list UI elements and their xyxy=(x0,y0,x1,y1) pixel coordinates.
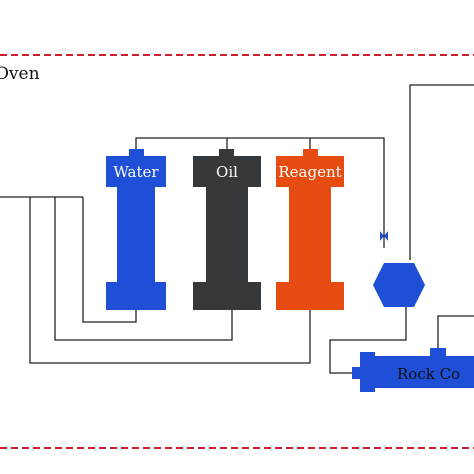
reagent-cylinder-top xyxy=(276,156,344,187)
pipe-top-manifold xyxy=(135,137,385,248)
reagent-cylinder-cap xyxy=(303,149,318,158)
rock-core-left-cap xyxy=(360,352,375,392)
reagent-cylinder-base xyxy=(276,282,344,310)
pipe-accumulator-to-core xyxy=(329,307,407,374)
water-cylinder-base xyxy=(106,282,166,310)
water-cylinder-cap xyxy=(129,149,144,158)
rock-core-top-port xyxy=(430,348,446,356)
valve-right xyxy=(384,231,388,241)
water-cylinder-top xyxy=(106,156,166,187)
valve-icon xyxy=(380,231,388,241)
oil-cylinder-top xyxy=(193,156,261,187)
oil-cylinder-cap xyxy=(219,149,234,158)
pipe-network xyxy=(0,84,474,374)
pipe-oil-outlet xyxy=(54,197,233,341)
pipe-water-outlet xyxy=(82,197,137,323)
pipe-top-right-line xyxy=(409,84,474,260)
reagent-cylinder: Reagent xyxy=(276,149,344,310)
pipe-reagent-outlet xyxy=(29,197,311,364)
pipe-core-top-outlet xyxy=(437,315,474,350)
water-cylinder-body xyxy=(117,187,155,282)
valve-left xyxy=(380,231,384,241)
water-cylinder: Water xyxy=(106,149,166,310)
water-label: Water xyxy=(113,163,159,181)
oil-cylinder-base xyxy=(193,282,261,310)
reagent-cylinder-body xyxy=(289,187,331,282)
rock-core-holder: Rock Co xyxy=(352,348,474,392)
rock-core-label: Rock Co xyxy=(397,365,460,383)
oil-cylinder: Oil xyxy=(193,149,261,310)
oven-label: Oven xyxy=(0,64,40,84)
oil-cylinder-body xyxy=(206,187,248,282)
rock-core-left-fitting xyxy=(352,367,362,379)
reagent-label: Reagent xyxy=(278,163,341,181)
accumulator-vessel xyxy=(373,263,425,307)
oil-label: Oil xyxy=(216,163,238,181)
rock-core-body xyxy=(374,356,474,388)
